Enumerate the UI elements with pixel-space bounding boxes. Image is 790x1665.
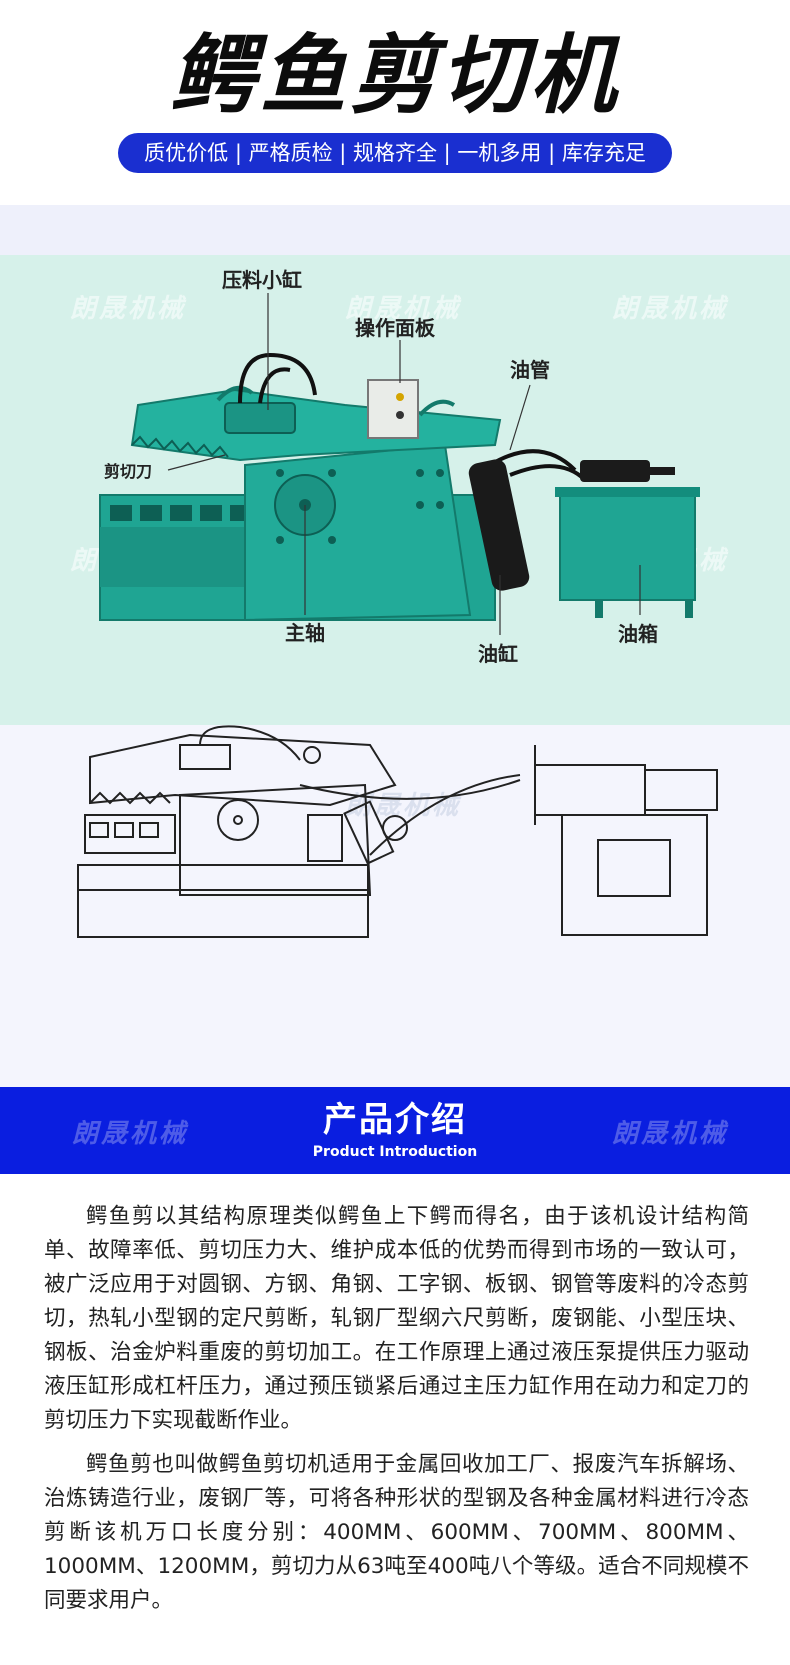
watermark: 朗晟机械 — [70, 294, 187, 324]
hydraulic-hose — [488, 449, 577, 472]
machine-line-drawing — [77, 725, 718, 938]
hydraulic-hose — [258, 367, 291, 404]
drawing-motor — [534, 764, 646, 816]
top-fin — [216, 385, 254, 402]
watermark: 朗晟机械 — [72, 1119, 189, 1149]
intro-banner: 朗晟机械 朗晟机械 产品介绍 Product Introduction — [0, 1087, 790, 1174]
label-oil-tank: 油箱 — [618, 622, 658, 646]
base-slots — [110, 505, 252, 521]
drawing-shaft — [217, 799, 259, 841]
label-oil-pipe: 油管 — [510, 358, 550, 382]
feed-chute — [100, 527, 270, 587]
label-blade: 剪切刀 — [104, 462, 152, 481]
intro-paragraph: 鳄鱼剪也叫做鳄鱼剪切机适用于金属回收加工厂、报废汽车拆解场、治炼铸造行业，废钢厂… — [44, 1452, 749, 1613]
oil-tank-lid — [555, 487, 700, 497]
intro-paragraph: 鳄鱼剪以其结构原理类似鳄鱼上下鳄而得名，由于该机设计结构简单、故障率低、剪切压力… — [44, 1204, 749, 1433]
drawing-base — [77, 864, 369, 938]
watermark: 朗晟机械 — [345, 294, 462, 324]
page-title: 鳄鱼剪切机 — [170, 26, 620, 126]
oil-tank — [559, 494, 696, 601]
line-drawing-section: 朗晟机械 — [0, 725, 790, 1087]
control-panel-box — [367, 379, 419, 439]
watermark: 朗晟机械 — [612, 294, 729, 324]
frame-bolts — [276, 469, 444, 544]
header: 鳄鱼剪切机 质优价低 | 严格质检 | 规格齐全 | 一机多用 | 库存充足 — [0, 0, 790, 205]
drawing-jaw — [89, 733, 397, 807]
tagline-badge: 质优价低 | 严格质检 | 规格齐全 | 一机多用 | 库存充足 — [118, 133, 672, 173]
drawing-tank — [561, 814, 708, 936]
machine-photo-section: 朗晟机械 朗晟机械 朗晟机械 朗晟机械 朗晟机械 朗晟机械 — [0, 205, 790, 725]
blade-teeth — [131, 435, 229, 458]
oil-tank-leg — [685, 600, 693, 618]
pump-motor — [580, 460, 650, 482]
intro-title: 产品介绍 — [323, 1100, 467, 1140]
intro-subtitle: Product Introduction — [312, 1144, 478, 1160]
oil-tank-leg — [595, 600, 603, 618]
intro-body: 鳄鱼剪以其结构原理类似鳄鱼上下鳄而得名，由于该机设计结构简单、故障率低、剪切压力… — [44, 1200, 749, 1628]
hydraulic-hose — [238, 352, 317, 404]
label-press-cylinder: 压料小缸 — [222, 268, 302, 292]
hydraulic-hose — [509, 464, 587, 482]
label-pointers — [167, 293, 641, 635]
oil-cylinder — [468, 459, 530, 591]
label-main-shaft: 主轴 — [285, 621, 325, 645]
machine-photo-diagram: 压料小缸 操作面板 油管 剪切刀 主轴 油缸 油箱 — [99, 268, 700, 666]
label-control-panel: 操作面板 — [355, 316, 436, 340]
press-cylinder — [224, 402, 296, 434]
watermark: 朗晟机械 — [612, 1119, 729, 1149]
label-oil-cylinder: 油缸 — [478, 642, 518, 666]
top-fin — [418, 399, 456, 417]
